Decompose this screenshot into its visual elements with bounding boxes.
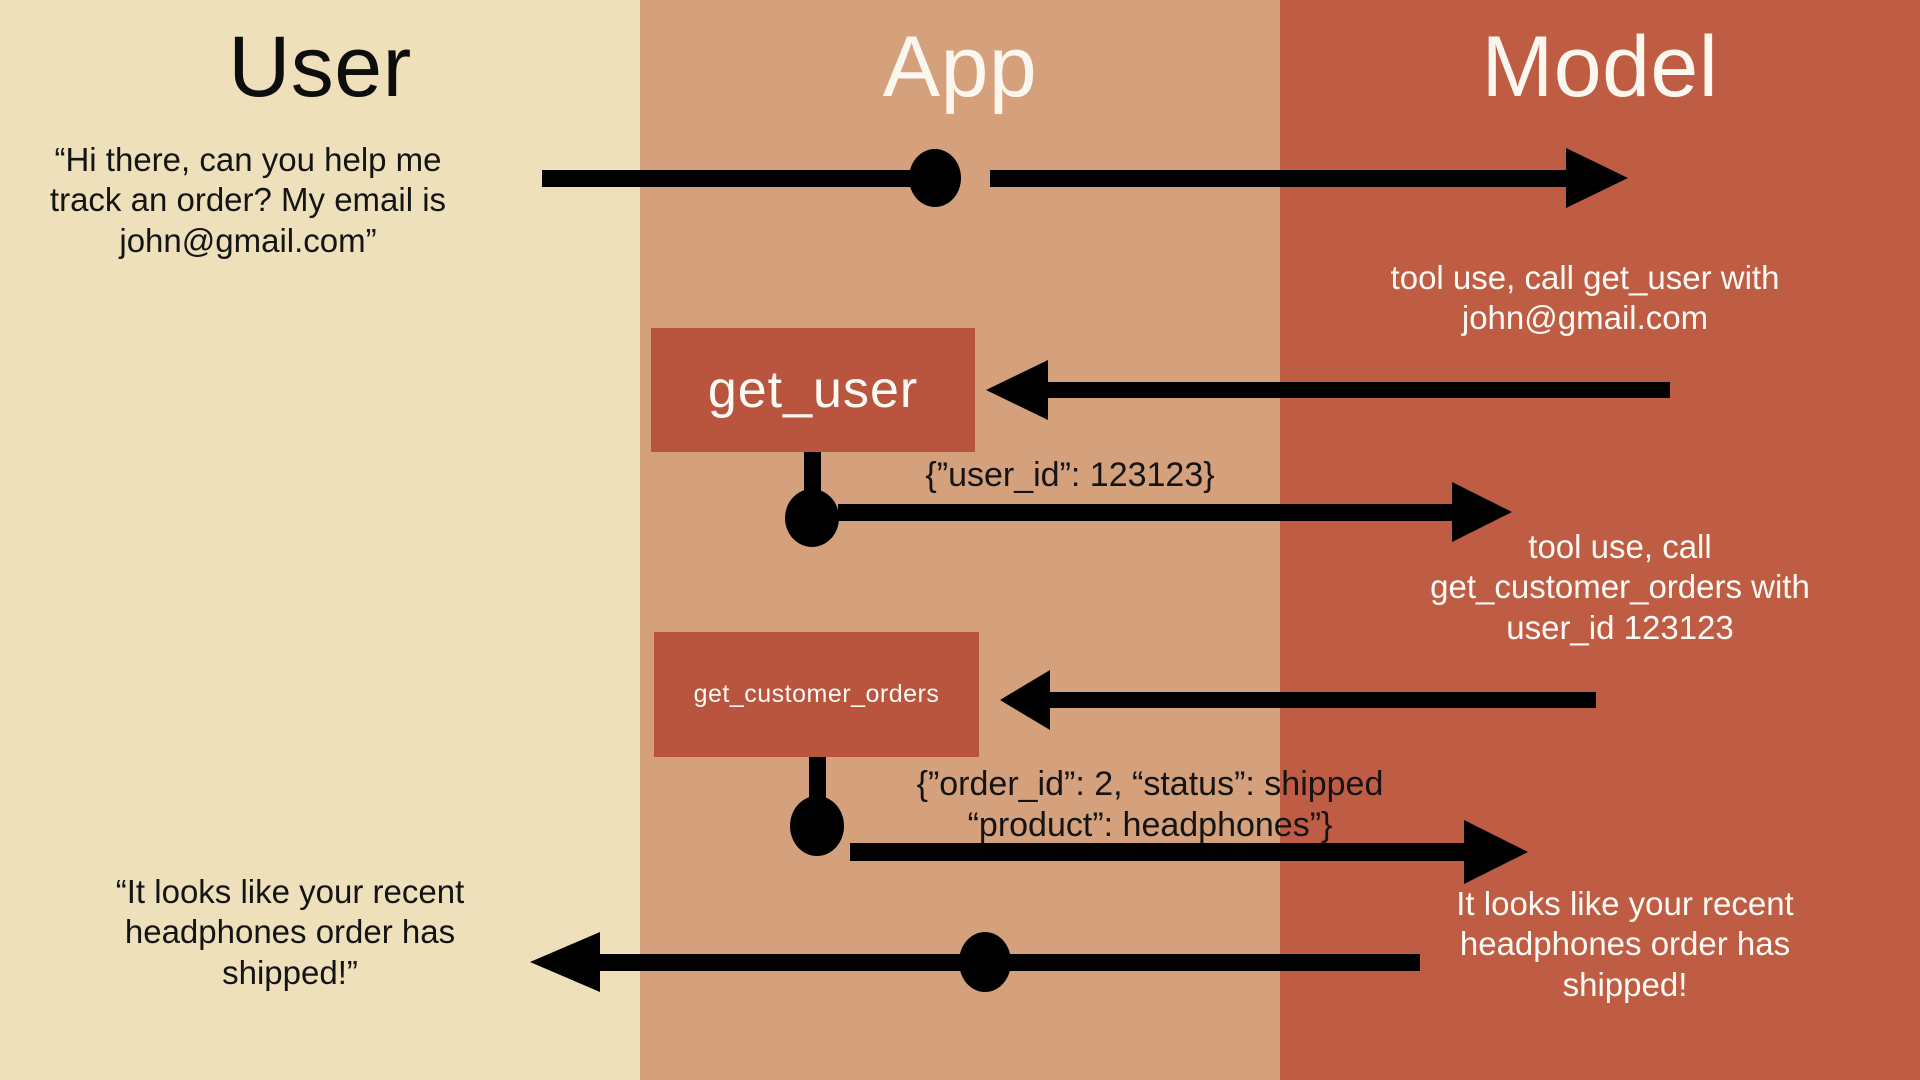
lane-app: App	[640, 0, 1280, 1080]
note-tool-result-2: {”order_id”: 2, “status”: shipped “produ…	[916, 765, 1384, 845]
note-tool-result-1: {”user_id”: 123123}	[925, 456, 1215, 494]
note-model-tool-call-2: tool use, call get_customer_orders with …	[1430, 528, 1810, 646]
note-model-tool-call-1: tool use, call get_user with john@gmail.…	[1390, 259, 1780, 337]
lane-title-model: Model	[1481, 19, 1719, 115]
lane-title-app: App	[882, 19, 1038, 115]
note-model-final-answer: It looks like your recent headphones ord…	[1456, 885, 1794, 1003]
lane-title-user: User	[228, 19, 412, 115]
note-user-request: “Hi there, can you help me track an orde…	[49, 141, 447, 259]
tool-box-get-customer-orders-label: get_customer_orders	[693, 680, 940, 708]
note-user-final-answer: “It looks like your recent headphones or…	[115, 873, 465, 991]
tool-box-get-user[interactable]: get_user	[651, 328, 975, 452]
tool-box-get-user-label: get_user	[707, 361, 919, 419]
lane-user: User	[0, 0, 640, 1080]
tool-box-get-customer-orders[interactable]: get_customer_orders	[654, 632, 979, 757]
